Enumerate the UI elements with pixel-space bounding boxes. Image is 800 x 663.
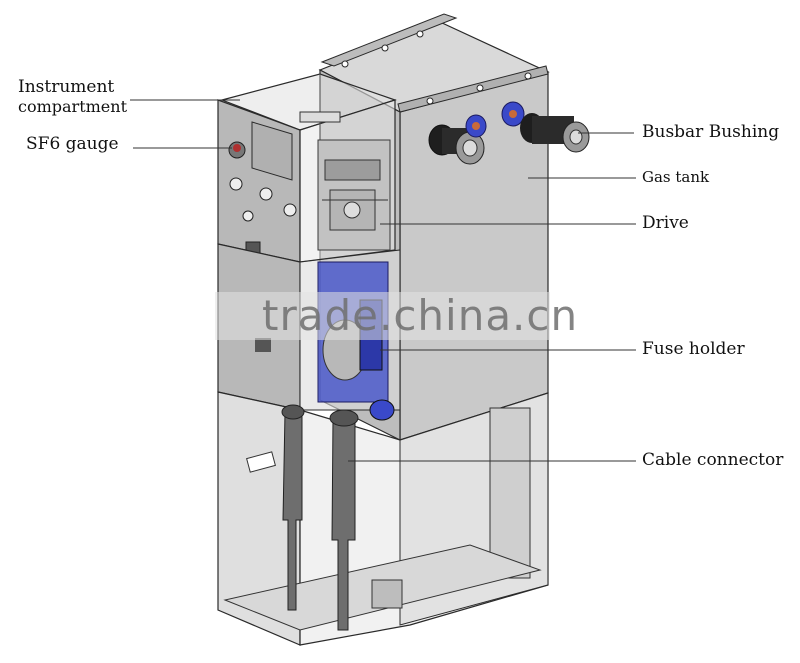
busbar-bushing-right: [501, 101, 590, 153]
fuse-holder: [317, 261, 395, 421]
cable-connector: [281, 404, 359, 631]
gas-tank-label: Gas tank: [642, 168, 710, 186]
busbar-bushing-left: [428, 114, 487, 165]
base-bracket: [371, 579, 403, 609]
drive-mechanism: [299, 111, 391, 251]
leader-lines: [130, 99, 636, 462]
watermark-text: trade.china.cn: [262, 291, 579, 340]
cable-connector-label: Cable connector: [642, 450, 784, 470]
instrument-compartment-label: Instrument compartment: [18, 77, 127, 116]
busbar-bushing-label: Busbar Bushing: [642, 122, 780, 142]
instrument-label-line2: compartment: [18, 96, 127, 116]
sf6-gauge-label: SF6 gauge: [26, 134, 119, 154]
drive-label: Drive: [642, 213, 689, 233]
watermark-band: [215, 292, 550, 340]
instrument-label-line1: Instrument: [18, 77, 115, 97]
fuse-holder-label: Fuse holder: [642, 339, 745, 359]
